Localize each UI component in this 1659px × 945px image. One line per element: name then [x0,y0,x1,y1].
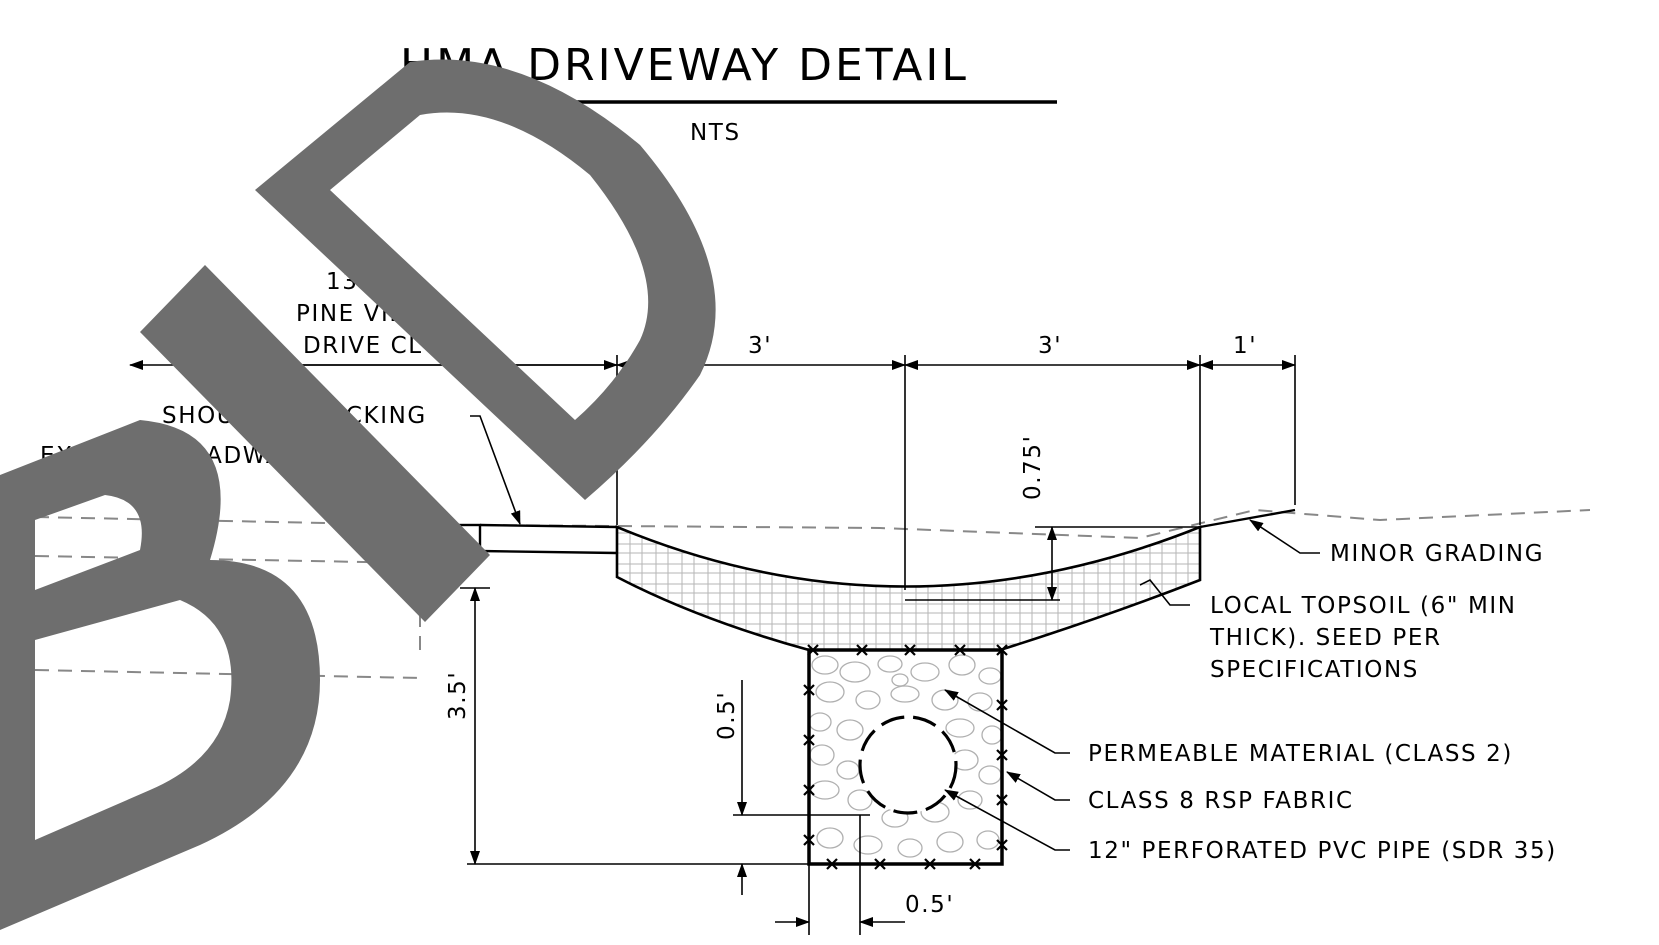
pipe-offset-dimension [775,815,905,935]
rsp-fabric-marks [803,644,1008,870]
topsoil-swale [615,525,1202,652]
swale-depth-dimension [905,526,1200,601]
dim-swale-left: 3' [748,333,772,359]
label-topsoil-line-3: SPECIFICATIONS [1210,657,1419,683]
label-permeable-material: PERMEABLE MATERIAL (CLASS 2) [1088,741,1513,767]
label-minor-grading: MINOR GRADING [1330,541,1544,567]
dim-pipe-offset: 0.5' [905,892,954,918]
dim-swale-depth: 0.75' [1020,434,1046,500]
dim-daylight: 1' [1233,333,1257,359]
label-topsoil-line-2: THICK). SEED PER [1209,625,1442,651]
callout-leaders [338,415,1320,851]
pipe-cover-dimension [733,680,870,895]
drain-trench [807,648,1004,866]
trench-depth-dimension [460,587,809,865]
label-pvc-pipe: 12" PERFORATED PVC PIPE (SDR 35) [1088,838,1557,864]
label-rsp-fabric: CLASS 8 RSP FABRIC [1088,788,1354,814]
watermark-letter-b [0,420,320,930]
label-topsoil-line-1: LOCAL TOPSOIL (6" MIN [1210,593,1517,619]
dim-pipe-cover: 0.5' [714,691,740,740]
watermark-letter-d [255,59,716,501]
dim-trench-depth: 3.5' [445,671,471,720]
perforated-pipe [858,715,958,815]
watermark-letter-i [140,265,490,622]
dim-cl-line-3: DRIVE CL [303,333,423,359]
scale-note: NTS [690,120,741,146]
dim-swale-right: 3' [1038,333,1062,359]
bid-watermark [0,59,716,930]
minor-grading-line [1199,508,1296,529]
